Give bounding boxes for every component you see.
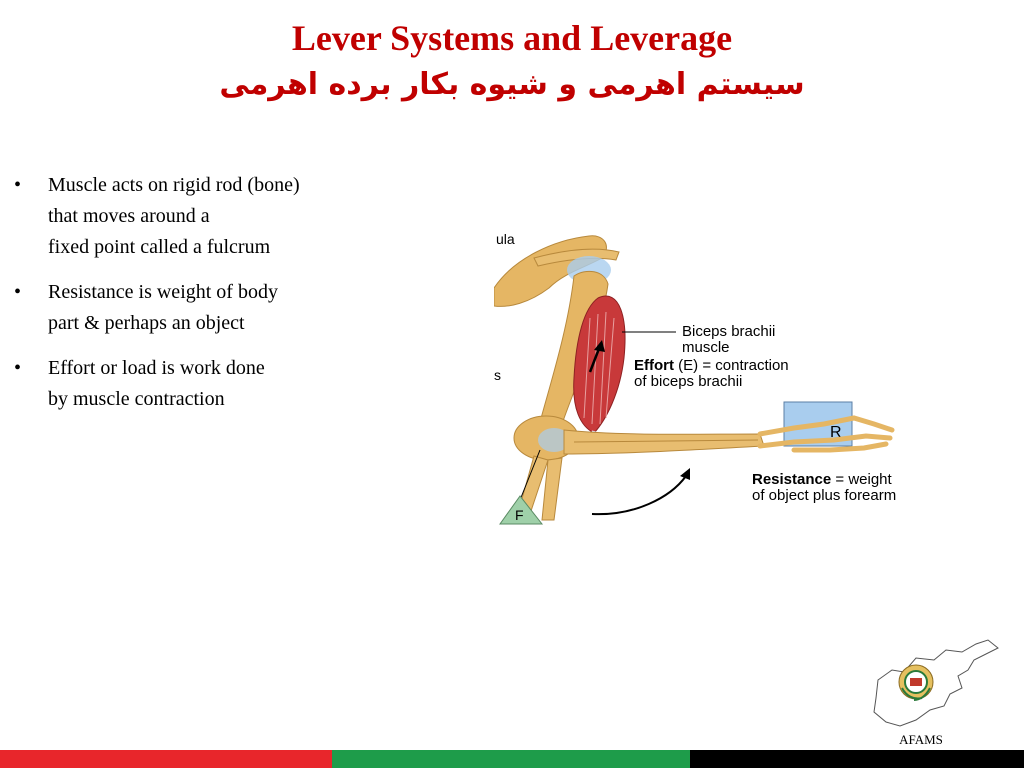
bullet-item: • Muscle acts on rigid rod (bone) that m… xyxy=(14,170,414,263)
arm-lever-figure: R F ula s Biceps brachii muscle Effort (… xyxy=(494,231,896,525)
resistance-label-line2: of object plus forearm xyxy=(752,487,896,504)
bullet-icon: • xyxy=(14,357,22,379)
footer-segment-black xyxy=(690,750,1024,768)
logo-caption: AFAMS xyxy=(899,732,943,747)
elbow-cartilage xyxy=(538,428,570,452)
afghanistan-map-logo xyxy=(873,639,999,727)
emblem-book-icon xyxy=(910,678,922,686)
clavicle-shape xyxy=(533,248,620,267)
partial-label-top: ula xyxy=(496,231,515,247)
resistance-box-letter: R xyxy=(830,424,842,441)
bullet-text-line: by muscle contraction xyxy=(48,388,225,410)
biceps-striation xyxy=(583,311,615,425)
effort-label-line1: Effort (E) = contraction xyxy=(634,357,789,374)
slide-subtitle-persian: سیستم اهرمی و شیوه بکار برده اهرمی xyxy=(219,67,805,102)
fulcrum-letter: F xyxy=(515,507,524,523)
resistance-label-line1: Resistance = weight xyxy=(752,471,893,488)
country-outline xyxy=(873,639,999,727)
footer-segment-red xyxy=(0,750,332,768)
partial-label-left: s xyxy=(494,367,501,383)
bullet-text-line: part & perhaps an object xyxy=(48,312,245,334)
fulcrum-triangle xyxy=(499,495,544,525)
effort-arrowhead xyxy=(594,340,605,352)
bullet-item: • Resistance is weight of body part & pe… xyxy=(14,277,414,339)
bullet-text-line: Muscle acts on rigid rod (bone) xyxy=(48,174,300,196)
footer-segment-green xyxy=(332,750,690,768)
rotation-arrowhead xyxy=(680,468,690,480)
bullet-list: • Muscle acts on rigid rod (bone) that m… xyxy=(14,170,414,429)
bullet-text-line: that moves around a xyxy=(48,205,210,227)
effort-label-bold: Effort xyxy=(634,357,674,374)
bullet-icon: • xyxy=(14,174,22,196)
hand-bones xyxy=(757,415,895,453)
slide-title: Lever Systems and Leverage xyxy=(291,18,733,58)
biceps-label-line2: muscle xyxy=(682,339,730,356)
bullet-text-line: fixed point called a fulcrum xyxy=(48,236,271,258)
bullet-icon: • xyxy=(14,281,22,303)
rotation-arrow xyxy=(591,475,687,516)
bullet-item: • Effort or load is work done by muscle … xyxy=(14,353,414,415)
bullet-text-line: Effort or load is work done xyxy=(48,357,265,379)
effort-label-rest: (E) = contraction xyxy=(678,357,788,374)
resistance-label-bold: Resistance xyxy=(752,471,831,488)
bullet-text-line: Resistance is weight of body xyxy=(48,281,278,303)
forearm-second-bone xyxy=(573,439,759,443)
biceps-label-line1: Biceps brachii xyxy=(682,323,775,340)
effort-label-line2: of biceps brachii xyxy=(634,373,742,390)
resistance-label-rest: = weight xyxy=(835,471,892,488)
footer-color-bar xyxy=(0,750,1024,768)
emblem-laurel-icon xyxy=(901,687,931,701)
fulcrum-pointer xyxy=(519,449,541,501)
